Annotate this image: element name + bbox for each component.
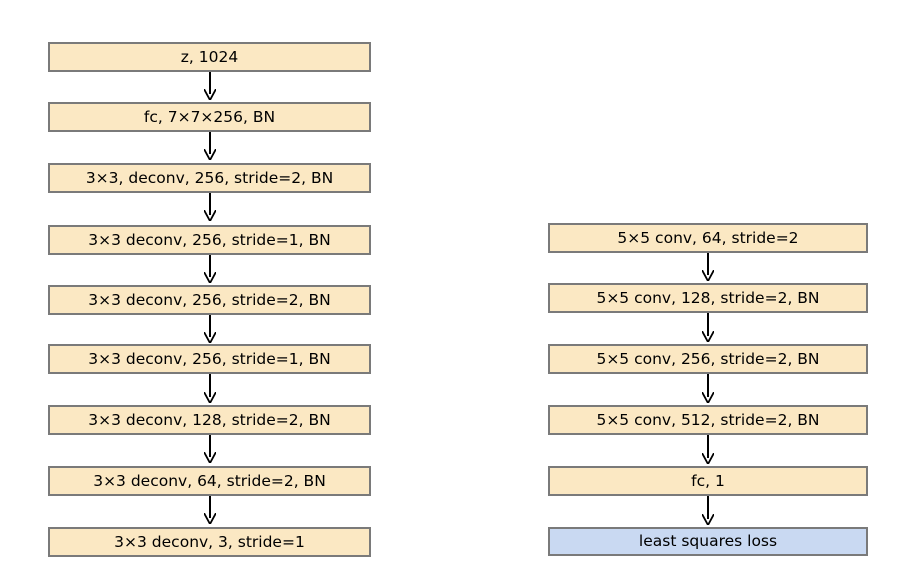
arrow-down [204,315,216,343]
arrow-down [204,72,216,100]
arrow-down [204,374,216,403]
arrow-down [702,374,714,403]
discriminator-layer-conv-2: 5×5 conv, 128, stride=2, BN [548,283,868,313]
discriminator-layer-conv-1: 5×5 conv, 64, stride=2 [548,223,868,253]
loss-box: least squares loss [548,527,868,556]
generator-layer-fc: fc, 7×7×256, BN [48,102,371,132]
arrow-down [702,253,714,281]
arrow-down [702,435,714,464]
arrow-down [204,435,216,463]
arrow-down [204,255,216,283]
generator-layer-deconv-1: 3×3, deconv, 256, stride=2, BN [48,163,371,193]
discriminator-layer-conv-3: 5×5 conv, 256, stride=2, BN [548,344,868,374]
arrow-down [204,193,216,221]
generator-layer-deconv-2: 3×3 deconv, 256, stride=1, BN [48,225,371,255]
generator-layer-deconv-4: 3×3 deconv, 256, stride=1, BN [48,344,371,374]
discriminator-layer-fc: fc, 1 [548,466,868,496]
arrow-down [204,132,216,160]
arrow-down [702,313,714,342]
generator-layer-output: 3×3 deconv, 3, stride=1 [48,527,371,557]
generator-layer-input: z, 1024 [48,42,371,72]
arrow-down [204,496,216,524]
arrow-down [702,496,714,525]
generator-layer-deconv-6: 3×3 deconv, 64, stride=2, BN [48,466,371,496]
discriminator-layer-conv-4: 5×5 conv, 512, stride=2, BN [548,405,868,435]
generator-layer-deconv-3: 3×3 deconv, 256, stride=2, BN [48,285,371,315]
generator-layer-deconv-5: 3×3 deconv, 128, stride=2, BN [48,405,371,435]
